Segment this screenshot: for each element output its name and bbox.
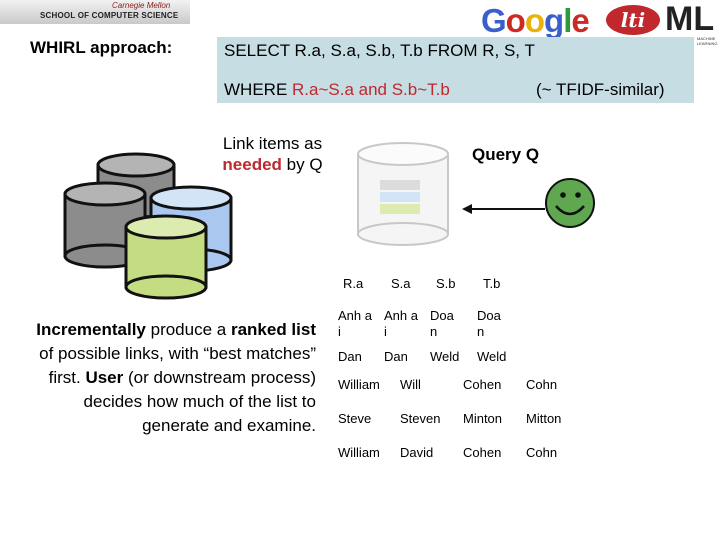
table-header-s-a: S.a [391, 276, 411, 292]
table-cell: Steve [338, 411, 371, 427]
table-cell: William [338, 377, 380, 393]
table-header-r-a: R.a [343, 276, 363, 292]
table-cell: Cohn [526, 377, 557, 393]
table-cell: Will [400, 377, 421, 393]
table-cell: Dan [384, 349, 408, 365]
table-header-s-b: S.b [436, 276, 456, 292]
table-cell: Weld [477, 349, 506, 365]
table-cell: Anh ai [384, 308, 418, 340]
query-label: Query Q [472, 145, 539, 165]
result-cylinder [358, 143, 448, 245]
database-cylinder-green [126, 216, 206, 298]
table-cell: Cohen [463, 377, 501, 393]
table-cell: Steven [400, 411, 440, 427]
table-cell: Anh ai [338, 308, 372, 340]
table-header-t-b: T.b [483, 276, 500, 292]
table-cell: Dan [338, 349, 362, 365]
table-cell: Cohn [526, 445, 557, 461]
table-cell: Mitton [526, 411, 561, 427]
table-cell: David [400, 445, 433, 461]
link-items-emphasis: needed [222, 155, 282, 174]
table-cell: Weld [430, 349, 459, 365]
table-cell: Doa n [477, 308, 511, 340]
smiley-face-icon [546, 179, 594, 227]
description-text: Incrementally produce a ranked list of p… [20, 318, 316, 438]
table-cell: Doa n [430, 308, 464, 340]
link-items-caption: Link items as needed by Q [200, 133, 345, 175]
table-cell: Minton [463, 411, 502, 427]
table-cell: William [338, 445, 380, 461]
arrow-query-to-result [462, 204, 545, 214]
table-cell: Cohen [463, 445, 501, 461]
